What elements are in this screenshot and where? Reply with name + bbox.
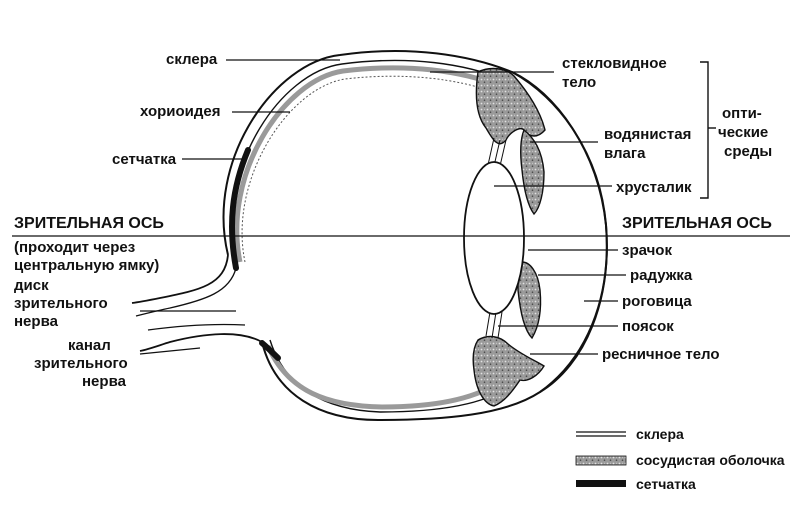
label-aqueous-2: влага [604, 145, 646, 162]
legend-label-sclera: склера [636, 426, 684, 442]
optic-nerve-fiber [147, 323, 246, 331]
label-pupil: зрачок [622, 242, 672, 259]
label-fovea-note-1: (проходит через [14, 239, 135, 256]
cornea-outer [511, 71, 608, 393]
label-optical-media-1: опти- [722, 105, 762, 122]
label-lens: хрусталик [616, 179, 692, 196]
label-sclera: склера [166, 51, 218, 68]
label-visual-axis-left: ЗРИТЕЛЬНАЯ ОСЬ [14, 215, 164, 232]
optic-nerve [131, 254, 263, 352]
label-iris: радужка [630, 267, 693, 284]
optic-nerve-upper-inner [135, 267, 237, 317]
lens [463, 161, 525, 315]
iris-upper [519, 128, 545, 216]
legend-label-vascular-coat: сосудистая оболочка [636, 452, 785, 468]
cornea [511, 71, 608, 393]
label-retina: сетчатка [112, 151, 177, 168]
ciliary-iris-complex [472, 67, 546, 407]
label-vitreous-2: тело [562, 74, 596, 91]
label-vitreous-1: стекловидное [562, 55, 667, 72]
retina-inner-edge [241, 75, 494, 263]
choroid-band-lower [265, 345, 507, 410]
optic-nerve-upper-sheath [131, 254, 229, 304]
label-ciliary-body: ресничное тело [602, 346, 720, 363]
label-visual-axis-right: ЗРИТЕЛЬНАЯ ОСЬ [622, 215, 772, 232]
label-zonule: поясок [622, 318, 674, 335]
eyeball [222, 50, 608, 422]
retina-layer [229, 147, 251, 271]
label-cornea: роговица [622, 293, 692, 310]
zonule-lower [485, 311, 503, 339]
label-fovea-note-2: центральную ямку) [14, 257, 159, 274]
legend-item-sclera: склера [576, 426, 684, 442]
legend-label-retina: сетчатка [636, 476, 696, 492]
label-nerve-canal-1: канал [68, 337, 111, 354]
labels: склера хориоидея сетчатка ЗРИТЕЛЬНАЯ ОСЬ… [14, 51, 772, 390]
label-optic-disc-1: диск [14, 277, 49, 294]
ciliary-body-lower [472, 335, 545, 407]
legend-swatch-retina [576, 480, 626, 487]
retina-layer-lower [259, 340, 281, 361]
legend-item-retina: сетчатка [576, 476, 696, 492]
label-optic-disc-2: зрительного [14, 295, 108, 312]
label-optic-disc-3: нерва [14, 313, 59, 330]
leader-lines [139, 59, 626, 355]
optic-nerve-lower-sheath [139, 333, 263, 352]
label-choroid: хориоидея [140, 103, 221, 120]
legend: склера сосудистая оболочка сетчатка [575, 426, 785, 492]
label-nerve-canal-2: зрительного [34, 355, 128, 372]
choroid-band [234, 65, 501, 263]
label-optical-media-3: среды [724, 143, 772, 160]
optical-media-bracket [700, 61, 709, 199]
label-nerve-canal-3: нерва [82, 373, 127, 390]
label-aqueous-1: водянистая [604, 126, 691, 143]
legend-swatch-vascular-coat [575, 455, 627, 466]
leader-nerve-canal [139, 347, 201, 355]
legend-item-vascular-coat: сосудистая оболочка [575, 452, 785, 468]
label-optical-media-2: ческие [718, 124, 768, 141]
ciliary-body-upper [475, 67, 546, 145]
